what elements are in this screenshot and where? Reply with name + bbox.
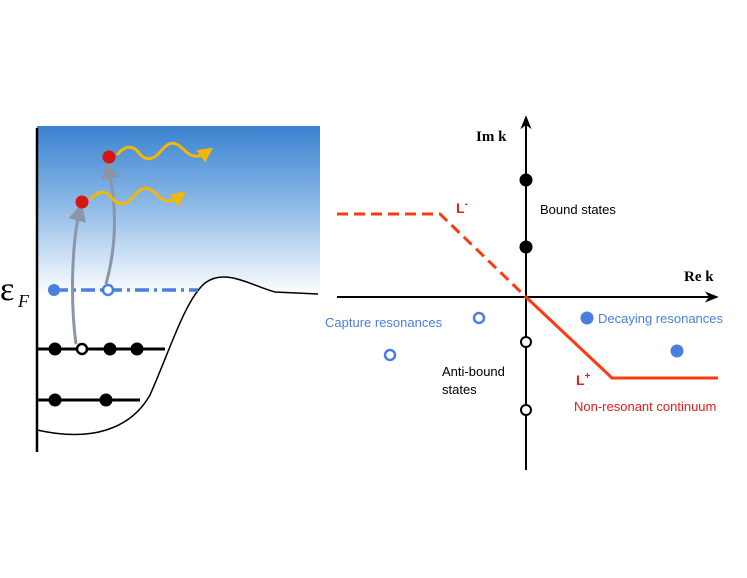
- level-electron: [103, 342, 117, 356]
- level-electron: [99, 393, 113, 407]
- level-electron: [48, 393, 62, 407]
- re-axis-label: Re k: [684, 269, 714, 285]
- level-electron: [48, 342, 62, 356]
- bound-state-pole: [519, 173, 533, 187]
- l-minus-label: L-: [456, 199, 468, 216]
- capture-resonance-pole: [472, 311, 486, 325]
- left-panel: ε F: [0, 126, 320, 470]
- emitted-electron: [75, 195, 89, 209]
- potential-fill: [37, 276, 320, 470]
- fermi-symbol: ε: [0, 271, 14, 308]
- fermi-electron: [48, 284, 60, 296]
- level-electron: [130, 342, 144, 356]
- right-panel: Im k Re k L- L+ Bound states Anti-bound …: [325, 115, 724, 470]
- anti-bound-pole: [520, 404, 532, 416]
- capture-resonances-label: Capture resonances: [325, 315, 443, 330]
- emitted-electron: [102, 150, 116, 164]
- decaying-resonances-label: Decaying resonances: [598, 311, 724, 326]
- fermi-hole: [101, 283, 115, 297]
- l-plus-contour: [524, 295, 718, 380]
- emission-wave: [88, 186, 186, 207]
- anti-bound-label: Anti-bound: [442, 364, 505, 379]
- im-axis-label: Im k: [476, 129, 507, 145]
- emission-wave: [115, 141, 214, 163]
- excitation-arrow: [68, 203, 86, 345]
- bound-state-pole: [519, 240, 533, 254]
- anti-bound-label: states: [442, 382, 477, 397]
- capture-resonance-pole: [383, 348, 397, 362]
- excitation-arrow: [101, 161, 120, 285]
- fermi-subscript: F: [17, 291, 30, 311]
- bound-states-label: Bound states: [540, 202, 616, 217]
- anti-bound-pole: [520, 336, 532, 348]
- potential-curve: [36, 276, 319, 436]
- level-hole: [75, 342, 89, 356]
- l-plus-label: L+: [576, 371, 591, 388]
- decaying-resonance-pole: [670, 344, 684, 358]
- decaying-resonance-pole: [580, 311, 594, 325]
- l-minus-contour: [337, 212, 528, 299]
- non-resonant-label: Non-resonant continuum: [574, 399, 716, 414]
